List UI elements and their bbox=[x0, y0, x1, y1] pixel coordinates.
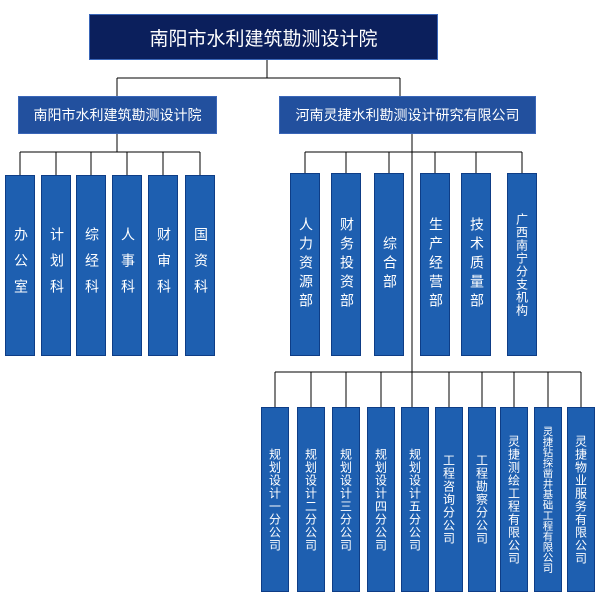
subsidiary-label: 规划设计三分公司 bbox=[338, 447, 353, 552]
root-node: 南阳市水利建筑勘测设计院 bbox=[89, 14, 438, 60]
left-dept-box: 财审科 bbox=[148, 175, 178, 356]
subsidiary-label: 规划设计四分公司 bbox=[373, 447, 388, 552]
dept-label: 技术质量部 bbox=[468, 217, 484, 312]
right-dept-box: 人力资源部 bbox=[290, 173, 320, 356]
dept-label: 财务投资部 bbox=[338, 217, 354, 312]
node-left-institute: 南阳市水利建筑勘测设计院 bbox=[18, 96, 217, 134]
subsidiary-box: 灵捷钻探凿井基础工程有限公司 bbox=[534, 407, 562, 592]
subsidiary-box: 灵捷测绘工程有限公司 bbox=[500, 407, 528, 592]
left-dept-box: 计划科 bbox=[41, 175, 71, 356]
subsidiary-box: 规划设计一分公司 bbox=[261, 407, 289, 592]
subsidiary-label: 规划设计五分公司 bbox=[407, 447, 422, 552]
dept-label: 综经科 bbox=[83, 226, 99, 305]
node-right-label: 河南灵捷水利勘测设计研究有限公司 bbox=[295, 108, 520, 124]
subsidiary-box: 规划设计五分公司 bbox=[401, 407, 429, 592]
subsidiary-box: 规划设计三分公司 bbox=[332, 407, 360, 592]
subsidiary-label: 工程勘察分公司 bbox=[474, 454, 489, 545]
right-dept-box: 广西南宁分支机构 bbox=[507, 173, 537, 356]
subsidiary-box: 工程勘察分公司 bbox=[468, 407, 496, 592]
dept-label: 人力资源部 bbox=[297, 217, 313, 312]
dept-label: 人事科 bbox=[119, 226, 135, 305]
left-dept-box: 国资科 bbox=[185, 175, 215, 356]
subsidiary-box: 规划设计二分公司 bbox=[297, 407, 325, 592]
left-dept-box: 办公室 bbox=[5, 175, 35, 356]
right-dept-box: 综合部 bbox=[374, 173, 404, 356]
subsidiary-label: 灵捷物业服务有限公司 bbox=[573, 434, 588, 565]
subsidiary-label: 灵捷测绘工程有限公司 bbox=[506, 434, 521, 565]
right-dept-box: 财务投资部 bbox=[331, 173, 361, 356]
dept-label: 国资科 bbox=[192, 226, 208, 305]
subsidiary-label: 工程咨询分公司 bbox=[441, 454, 456, 545]
subsidiary-label: 规划设计二分公司 bbox=[303, 447, 318, 552]
node-left-label: 南阳市水利建筑勘测设计院 bbox=[33, 108, 202, 124]
left-dept-box: 人事科 bbox=[112, 175, 142, 356]
subsidiary-box: 规划设计四分公司 bbox=[367, 407, 395, 592]
left-dept-box: 综经科 bbox=[76, 175, 106, 356]
dept-label: 综合部 bbox=[381, 236, 397, 293]
right-dept-box: 技术质量部 bbox=[461, 173, 491, 356]
dept-label: 广西南宁分支机构 bbox=[514, 212, 529, 317]
node-right-company: 河南灵捷水利勘测设计研究有限公司 bbox=[279, 96, 536, 134]
dept-label: 生产经营部 bbox=[427, 217, 443, 312]
subsidiary-box: 工程咨询分公司 bbox=[435, 407, 463, 592]
dept-label: 办公室 bbox=[12, 226, 28, 305]
right-dept-box: 生产经营部 bbox=[420, 173, 450, 356]
dept-label: 计划科 bbox=[48, 226, 64, 305]
subsidiary-label: 灵捷钻探凿井基础工程有限公司 bbox=[541, 426, 554, 573]
dept-label: 财审科 bbox=[155, 226, 171, 305]
root-node-label: 南阳市水利建筑勘测设计院 bbox=[149, 27, 378, 50]
subsidiary-box: 灵捷物业服务有限公司 bbox=[567, 407, 595, 592]
subsidiary-label: 规划设计一分公司 bbox=[267, 447, 282, 552]
